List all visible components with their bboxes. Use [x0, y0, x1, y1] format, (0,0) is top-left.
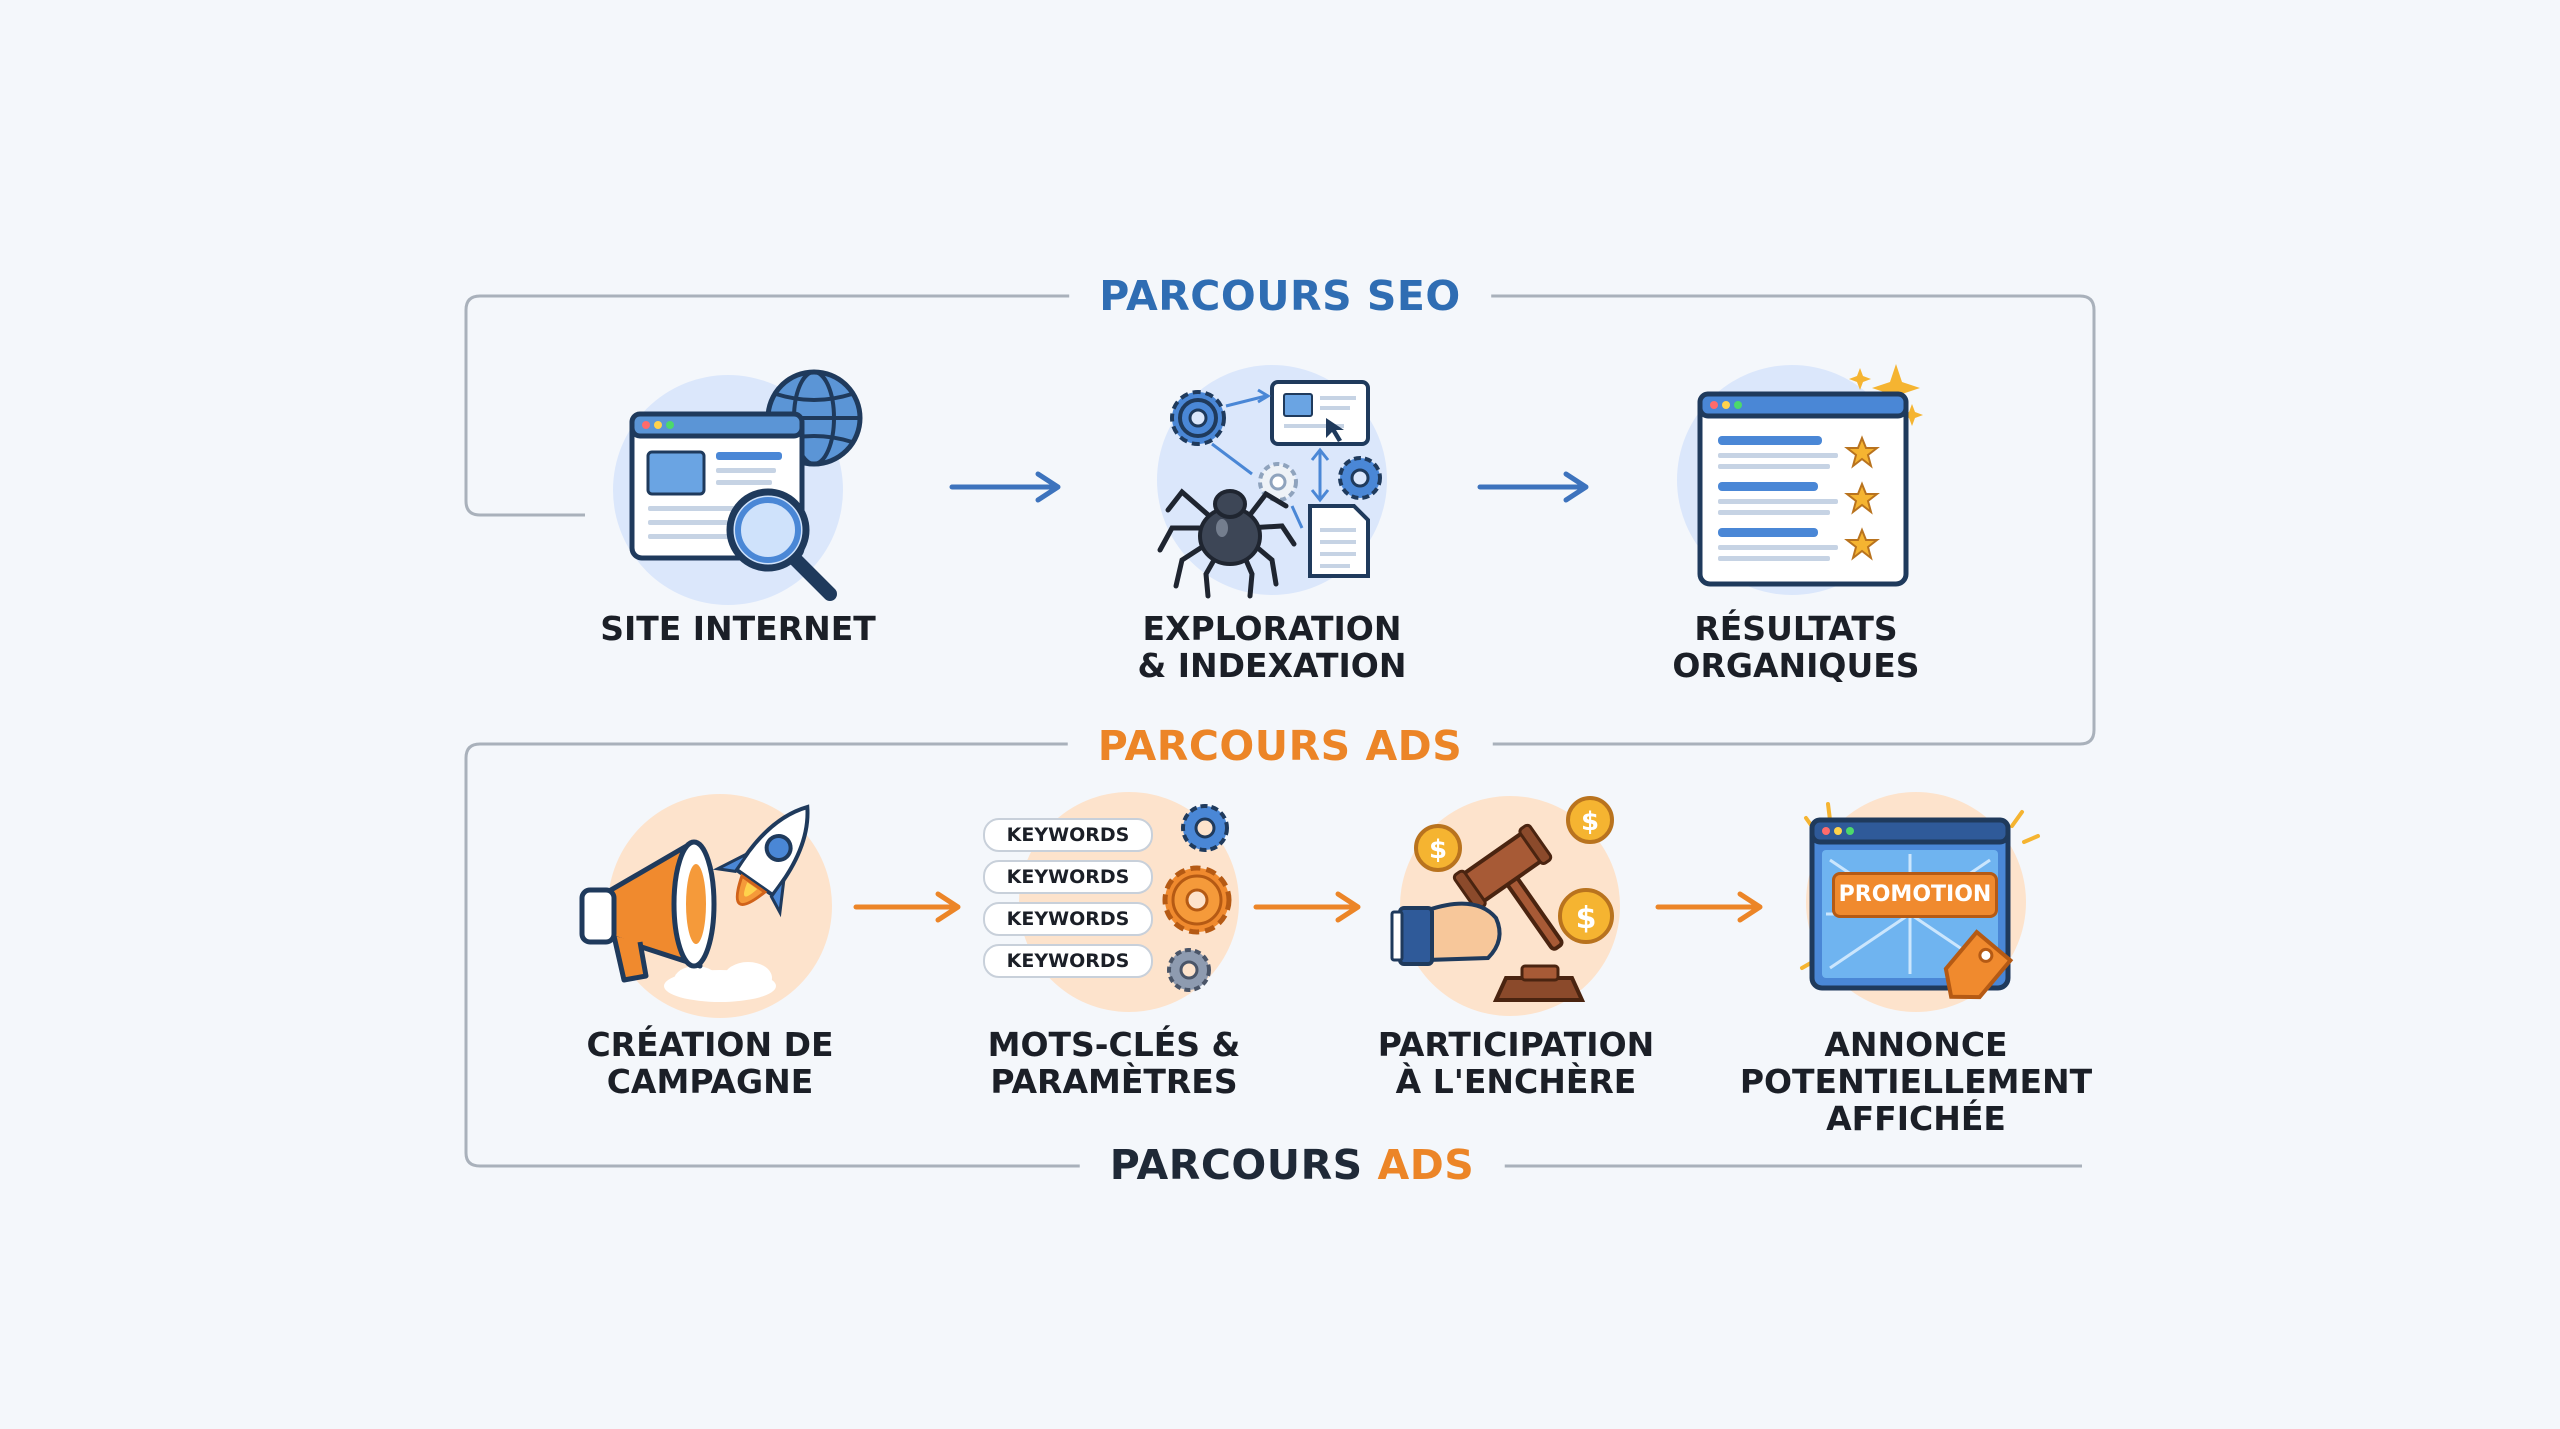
- ads-step-mots-cles: KEYWORDS KEYWORDS KEYWORDS KEYWORDS MOTS…: [934, 780, 1294, 1110]
- seo-step-label: SITE INTERNET: [600, 609, 876, 648]
- keyword-tag: KEYWORDS: [983, 944, 1153, 978]
- ads-step-label: PARTICIPATION À L'ENCHÈRE: [1377, 1025, 1655, 1101]
- promotion-screen-icon: PROMOTION: [1786, 790, 2046, 1020]
- svg-text:$: $: [1429, 835, 1447, 865]
- keyword-tag-list: KEYWORDS KEYWORDS KEYWORDS KEYWORDS: [983, 818, 1153, 986]
- ads-arrow-3: [1655, 891, 1763, 923]
- website-search-icon: [608, 360, 868, 610]
- seo-step-site-internet: SITE INTERNET: [558, 360, 918, 680]
- megaphone-rocket-icon: [570, 790, 850, 1020]
- ads-step-enchere: $ $ $ PARTICIPAT: [1336, 780, 1696, 1110]
- seo-step-resultats: RÉSULTATS ORGANIQUES: [1616, 360, 1976, 690]
- svg-text:$: $: [1576, 901, 1597, 936]
- seo-step-label: RÉSULTATS ORGANIQUES: [1672, 609, 1920, 685]
- ads-arrow-2: [1253, 891, 1361, 923]
- keyword-tag: KEYWORDS: [983, 818, 1153, 852]
- promotion-badge: PROMOTION: [1832, 872, 1998, 918]
- seo-step-exploration: EXPLORATION & INDEXATION: [1092, 360, 1452, 690]
- ranked-results-icon: [1666, 360, 1926, 610]
- keyword-tag: KEYWORDS: [983, 860, 1153, 894]
- ads-step-label: MOTS-CLÉS & PARAMÈTRES: [987, 1025, 1241, 1101]
- seo-section-title: PARCOURS SEO: [1069, 276, 1491, 317]
- ads-step-label: CRÉATION DE CAMPAGNE: [586, 1025, 834, 1101]
- spider-crawl-icon: [1142, 360, 1402, 610]
- ads-arrow-1: [853, 891, 961, 923]
- footer-title-part1: PARCOURS: [1109, 1141, 1363, 1189]
- keyword-tag: KEYWORDS: [983, 902, 1153, 936]
- ads-step-creation: CRÉATION DE CAMPAGNE: [530, 780, 890, 1110]
- ads-section-title: PARCOURS ADS: [1067, 726, 1493, 767]
- ads-step-label: ANNONCE POTENTIELLEMENT AFFICHÉE: [1739, 1025, 2093, 1138]
- auction-gavel-icon: $ $ $: [1386, 790, 1646, 1020]
- svg-text:$: $: [1581, 807, 1599, 837]
- ads-step-annonce: PROMOTION ANNONCE POTENTIELLEMENT AFFICH…: [1736, 780, 2096, 1137]
- seo-step-label: EXPLORATION & INDEXATION: [1137, 609, 1407, 685]
- footer-title-part2: ADS: [1377, 1141, 1475, 1189]
- keywords-gears-icon: KEYWORDS KEYWORDS KEYWORDS KEYWORDS: [979, 790, 1249, 1020]
- footer-title: PARCOURS ADS: [1079, 1145, 1505, 1186]
- seo-arrow-1: [949, 471, 1061, 503]
- seo-arrow-2: [1477, 471, 1589, 503]
- ads-frame: [464, 742, 2082, 1168]
